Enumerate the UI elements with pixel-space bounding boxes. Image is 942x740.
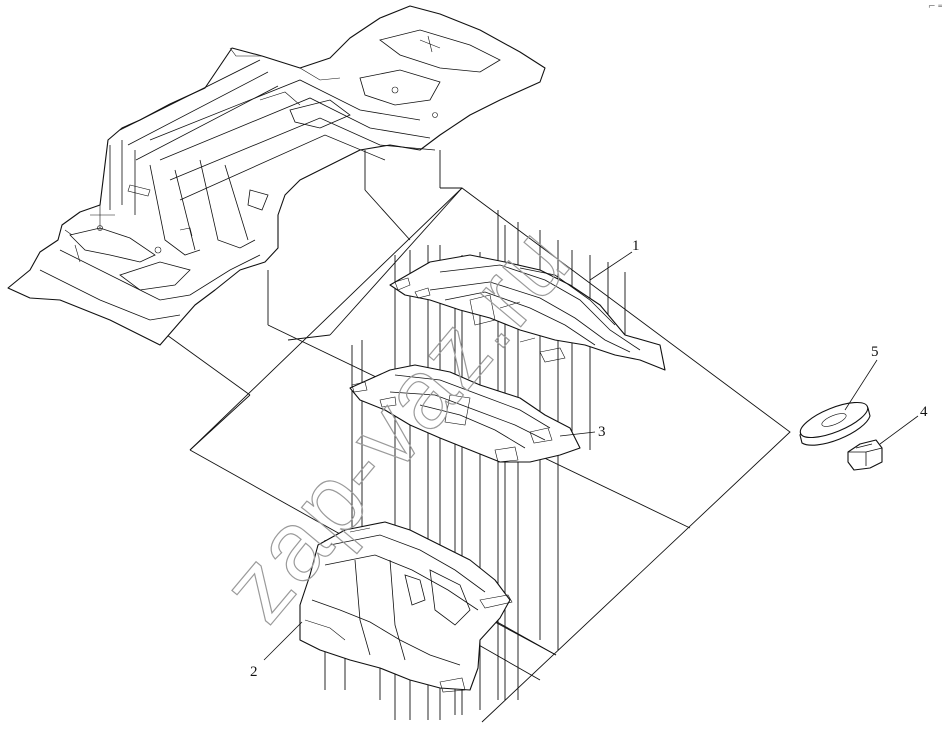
callout-leaders xyxy=(263,251,919,661)
callout-label-3: 3 xyxy=(598,424,606,440)
floor-panel-assembly xyxy=(7,5,546,346)
nut-part-4 xyxy=(847,439,883,471)
corner-mark: ⌐ ═ xyxy=(928,2,942,12)
front-insulation-part-2 xyxy=(299,521,513,693)
callout-label-1: 1 xyxy=(632,238,640,254)
callout-labels: 1 2 3 4 5 xyxy=(250,238,928,680)
mid-insulation-part-3 xyxy=(349,364,581,463)
callout-label-5: 5 xyxy=(871,344,879,360)
tunnel-insulation-part-1 xyxy=(389,254,666,371)
callout-label-4: 4 xyxy=(920,404,928,420)
callout-label-2: 2 xyxy=(250,664,258,680)
washer-part-5 xyxy=(799,401,871,446)
